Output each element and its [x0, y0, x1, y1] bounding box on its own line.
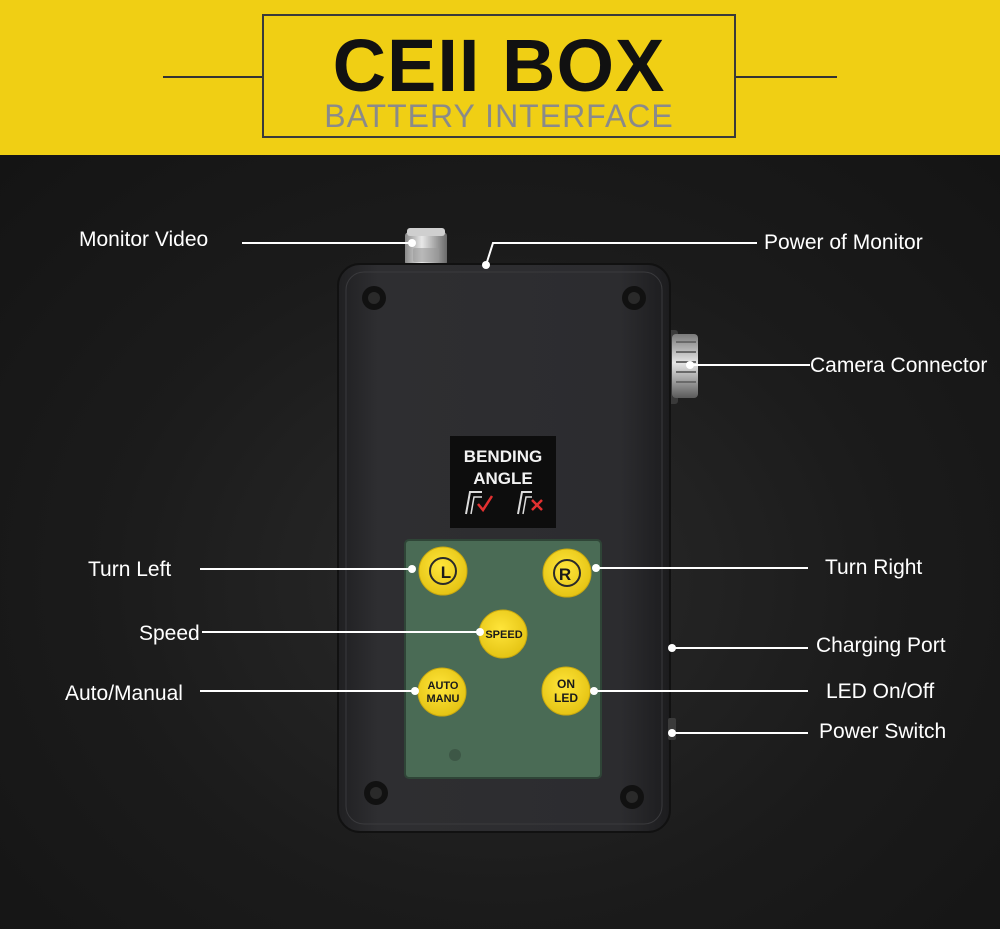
bend-allowed-icon	[465, 491, 494, 515]
callout-lines	[200, 239, 810, 737]
bending-angle-sticker	[450, 436, 556, 528]
label-power-of-monitor: Power of Monitor	[764, 231, 923, 254]
led-indicator	[449, 749, 461, 761]
screw-bottom-right	[620, 785, 644, 809]
label-led-on-off: LED On/Off	[826, 680, 935, 703]
label-turn-right: Turn Right	[825, 556, 923, 579]
label-auto-manual: Auto/Manual	[65, 682, 183, 705]
screw-bottom-left	[364, 781, 388, 805]
screw-top-left	[362, 286, 386, 310]
label-monitor-video: Monitor Video	[79, 228, 209, 251]
led-toggle-key[interactable]: ON LED	[541, 666, 591, 716]
page-title: CEII BOX	[332, 24, 666, 107]
svg-text:ON: ON	[557, 677, 575, 691]
svg-text:R: R	[559, 565, 571, 584]
leader-power-of-monitor	[485, 242, 757, 266]
sticker-line-1: BENDING	[464, 447, 542, 466]
monitor-video-connector	[405, 228, 447, 266]
label-turn-left: Turn Left	[88, 558, 172, 581]
turn-right-key[interactable]: R	[542, 548, 592, 598]
auto-manual-key[interactable]: AUTO MANU	[417, 667, 467, 717]
label-power-switch: Power Switch	[819, 720, 947, 743]
turn-left-key[interactable]: L	[418, 546, 468, 596]
label-speed: Speed	[139, 622, 200, 645]
keypad-panel	[404, 539, 602, 779]
label-camera-connector: Camera Connector	[810, 354, 988, 377]
title-frame: CEII BOX BATTERY INTERFACE	[262, 14, 736, 138]
speed-key[interactable]: SPEED	[478, 609, 528, 659]
svg-text:SPEED: SPEED	[485, 629, 522, 641]
svg-text:LED: LED	[554, 691, 578, 705]
svg-text:AUTO: AUTO	[428, 680, 459, 692]
svg-text:MANU: MANU	[427, 693, 460, 705]
page-subtitle: BATTERY INTERFACE	[324, 98, 674, 134]
bend-forbidden-icon	[517, 491, 543, 515]
header-banner: CEII BOX BATTERY INTERFACE	[0, 0, 1000, 155]
screw-top-right	[622, 286, 646, 310]
banner-left-rule	[163, 76, 263, 78]
sticker-line-2: ANGLE	[473, 469, 533, 488]
svg-text:L: L	[441, 563, 451, 582]
label-charging-port: Charging Port	[816, 634, 946, 657]
banner-right-rule	[736, 76, 837, 78]
